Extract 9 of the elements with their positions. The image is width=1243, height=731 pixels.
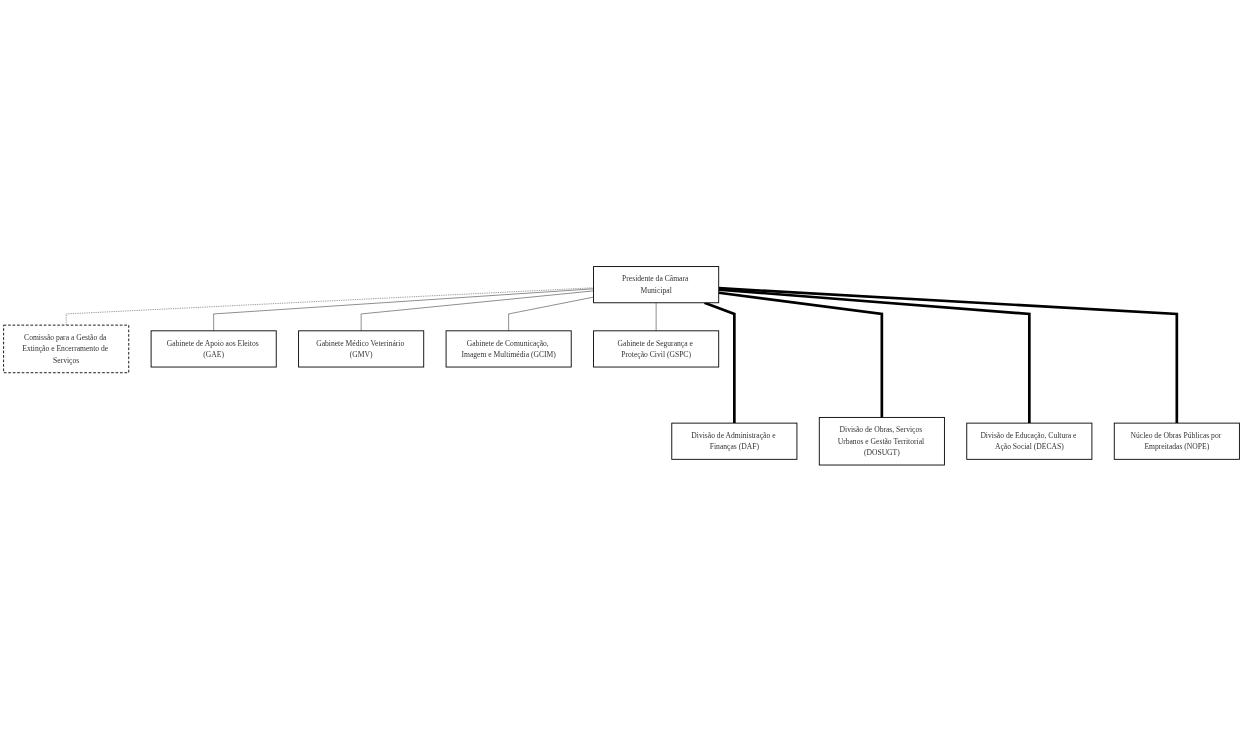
connector xyxy=(655,302,657,331)
connector xyxy=(718,286,1179,423)
connector xyxy=(704,301,736,423)
connector xyxy=(65,287,594,326)
connector xyxy=(360,290,594,331)
connector xyxy=(718,287,1031,423)
connector xyxy=(718,291,884,418)
connector xyxy=(508,296,594,331)
connector xyxy=(213,288,594,331)
